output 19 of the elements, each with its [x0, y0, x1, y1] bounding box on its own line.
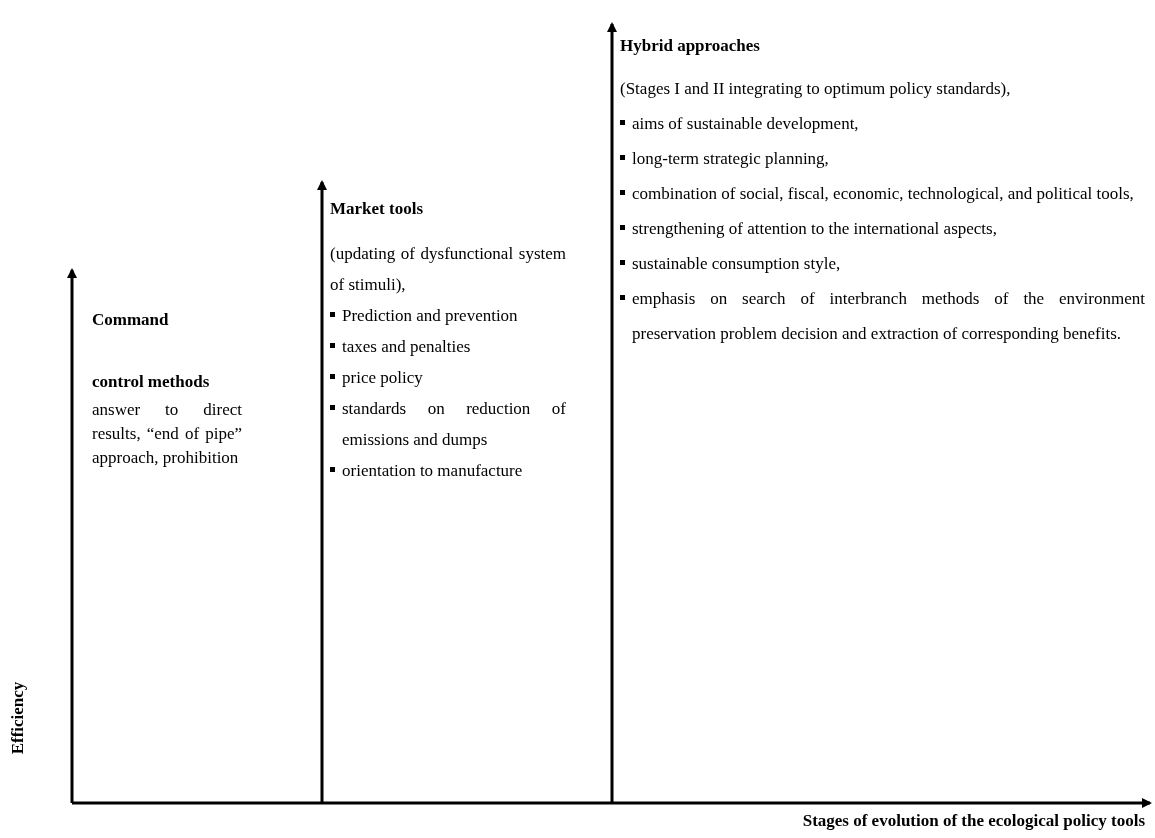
column-text: (updating of dysfunctional system of stimuli),: [330, 243, 566, 296]
axis-label: Stages of evolution of the ecological policy tools: [802, 811, 1145, 831]
bullet-text: taxes and penalties: [342, 336, 472, 358]
bullet-text: Prediction and prevention: [342, 305, 519, 327]
column-text: (Stages I and II integrating to optimum policy standards),: [620, 78, 1012, 100]
column-heading: Market tools: [330, 198, 424, 220]
column-heading: control methods: [92, 371, 211, 393]
bullet-text: long-term strategic planning,: [632, 148, 830, 170]
bullet-text: strengthening of attention to the international aspects,: [632, 218, 998, 240]
bullet-text: aims of sustainable development,: [632, 113, 860, 135]
column-text: answer to direct results, “end of pipe” approach, prohibition: [92, 399, 242, 469]
bullet-text: combination of social, fiscal, economic, technological, and political tools,: [632, 183, 1135, 205]
axis-label: Efficiency: [8, 680, 28, 757]
column-heading: Hybrid approaches: [620, 35, 761, 57]
bullet-text: emphasis on search of interbranch methods of the environment preservation problem decision and extraction of corresponding benefits.: [632, 288, 1145, 345]
bullet-text: sustainable consumption style,: [632, 253, 842, 275]
bullet-text: orientation to manufacture: [342, 460, 524, 482]
column-heading: Command: [92, 309, 170, 331]
bullet-text: price policy: [342, 367, 424, 389]
